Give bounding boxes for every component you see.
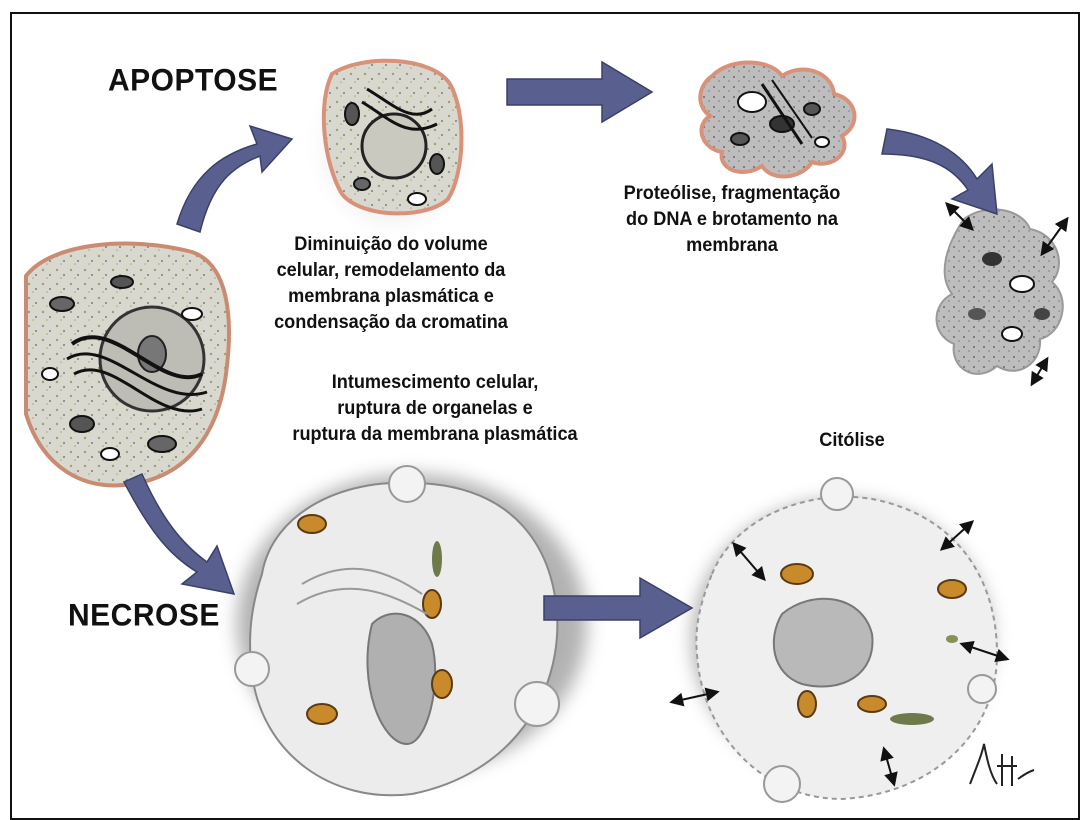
signature-mark <box>970 744 1034 786</box>
necrosis-ruptured-cell <box>672 478 1007 802</box>
apoptosis-shrunken-cell <box>322 61 462 224</box>
arrow-apoptosis-2-to-bodies <box>882 129 997 214</box>
lysed-nucleus <box>774 599 873 687</box>
apoptotic-bodies <box>937 204 1068 384</box>
apoptosis-budding-cell <box>700 62 854 176</box>
diagram-frame: APOPTOSE NECROSE Diminuição do volume ce… <box>10 12 1080 820</box>
diagram-illustration <box>12 14 1078 818</box>
normal-cell <box>26 244 229 486</box>
double-arrow <box>1032 359 1047 384</box>
arrow-to-apoptosis <box>177 126 292 232</box>
arrow-apoptosis-1-to-2 <box>507 62 652 122</box>
necrosis-swollen-cell <box>235 466 587 795</box>
arrow-to-necrosis <box>124 474 234 594</box>
